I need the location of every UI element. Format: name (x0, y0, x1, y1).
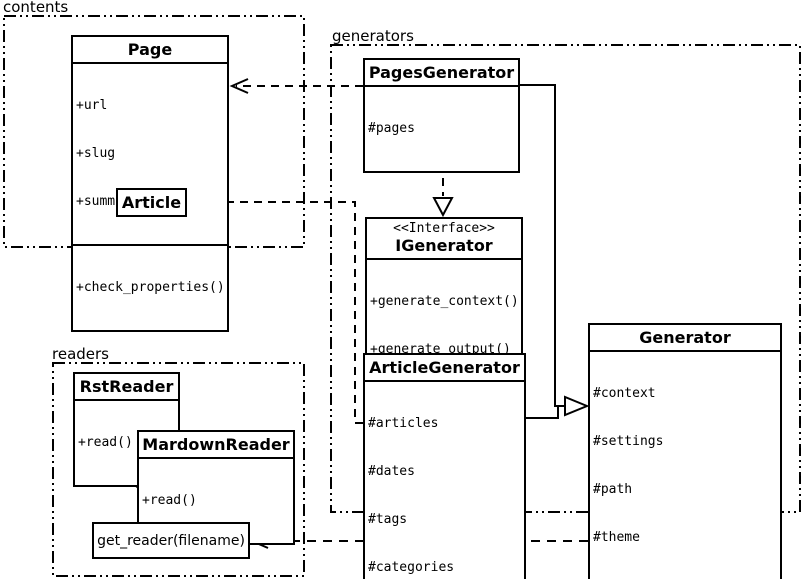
class-rstreader-title: RstReader (75, 374, 178, 401)
dependency-pagesgenerator-page (229, 78, 363, 94)
generalization-pagesgenerator-generator (520, 84, 565, 407)
class-page: Page +url +slug +summary +check_properti… (71, 35, 229, 332)
class-markdownreader-title: MardownReader (139, 432, 293, 459)
class-generator-attributes: #context #settings #path #theme #output_… (590, 352, 780, 579)
class-page-methods: +check_properties() (73, 244, 227, 330)
class-articlegenerator-attributes: #articles #dates #tags #categories (365, 382, 524, 579)
class-articlegenerator: ArticleGenerator #articles #dates #tags … (363, 353, 526, 579)
method: +check_properties() (76, 280, 225, 295)
function-get-reader-label: get_reader(filename) (97, 532, 245, 549)
package-label-readers: readers (51, 345, 110, 363)
class-article-title: Article (121, 193, 182, 212)
method: +generate_context() (370, 294, 519, 309)
class-pagesgenerator: PagesGenerator #pages (363, 58, 520, 173)
attribute: #tags (368, 512, 408, 527)
class-igenerator-stereotype: <<Interface>> (393, 221, 495, 236)
class-markdownreader-methods: +read() (139, 459, 293, 543)
package-label-generators: generators (331, 27, 415, 45)
attribute: #categories (368, 560, 455, 575)
class-rstreader-methods: +read() (75, 401, 178, 485)
attribute: #path (593, 482, 633, 497)
attribute: +slug (76, 146, 116, 161)
class-pagesgenerator-title: PagesGenerator (365, 60, 518, 87)
class-generator-title: Generator (590, 325, 780, 352)
class-rstreader: RstReader +read() (73, 372, 180, 487)
class-article: Article (116, 188, 187, 217)
package-label-contents: contents (2, 0, 70, 16)
class-igenerator-title: IGenerator (367, 236, 521, 260)
attribute: #pages (368, 121, 415, 136)
package-border-readers (52, 362, 305, 577)
generalization-articlegenerator-generator (525, 395, 590, 419)
attribute: +url (76, 98, 108, 113)
attribute: #context (593, 386, 656, 401)
attribute: #theme (593, 530, 640, 545)
class-articlegenerator-title: ArticleGenerator (365, 355, 524, 382)
attribute: #articles (368, 416, 439, 431)
attribute: #settings (593, 434, 664, 449)
attribute: #dates (368, 464, 415, 479)
class-page-title: Page (73, 37, 227, 64)
function-get-reader: get_reader(filename) (92, 522, 250, 559)
class-page-attributes: +url +slug +summary (73, 64, 227, 244)
package-border-generators (330, 44, 801, 513)
method: +read() (142, 493, 197, 508)
class-generator: Generator #context #settings #path #them… (588, 323, 782, 579)
class-pagesgenerator-attributes: #pages (365, 87, 518, 171)
method: +read() (78, 435, 133, 450)
